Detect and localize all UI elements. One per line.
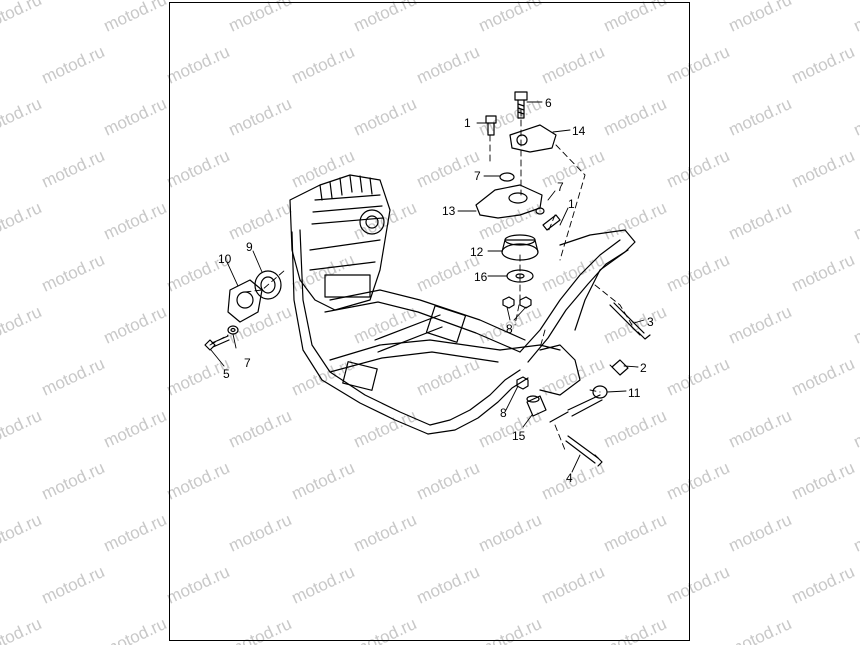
callout-8: 8	[500, 406, 507, 420]
part-11-bushing	[548, 384, 608, 423]
watermark-text: motod.ru	[39, 250, 108, 296]
callout-1: 1	[568, 197, 575, 211]
part-3-long-bolt	[608, 301, 651, 340]
watermark-text: motod.ru	[0, 198, 44, 244]
callout-7: 7	[474, 169, 481, 183]
part-5-bolt	[203, 334, 230, 351]
watermark-text: motod.ru	[851, 614, 860, 645]
watermark-text: motod.ru	[726, 198, 795, 244]
callout-5: 5	[223, 367, 230, 381]
watermark-text: motod.ru	[0, 406, 44, 452]
watermark-text: motod.ru	[101, 510, 170, 556]
callout-7: 7	[244, 356, 251, 370]
callout-11: 11	[628, 386, 641, 400]
watermark-text: motod.ru	[851, 302, 860, 348]
watermark-text: motod.ru	[851, 94, 860, 140]
watermark-text: motod.ru	[789, 458, 858, 504]
part-6-bolt	[513, 90, 528, 119]
part-2-screw	[610, 358, 629, 376]
callout-6: 6	[545, 96, 552, 110]
part-8-nuts-upper	[501, 295, 532, 309]
watermark-text: motod.ru	[39, 42, 108, 88]
watermark-text: motod.ru	[39, 458, 108, 504]
watermark-text: motod.ru	[851, 0, 860, 36]
watermark-text: motod.ru	[789, 250, 858, 296]
part-7-washer-top	[498, 171, 515, 182]
watermark-text: motod.ru	[726, 0, 795, 36]
frame-cross-member	[341, 304, 466, 391]
callout-13: 13	[442, 204, 456, 218]
callout-2: 2	[640, 361, 647, 375]
callout-4: 4	[566, 471, 573, 485]
watermark-text: motod.ru	[726, 510, 795, 556]
callout-1: 1	[464, 116, 471, 130]
part-7-washer-left	[226, 324, 239, 335]
callout-9: 9	[246, 240, 253, 254]
callout-10: 10	[218, 252, 232, 266]
part-1-screw-right	[541, 213, 561, 231]
watermark-text: motod.ru	[101, 94, 170, 140]
watermark-text: motod.ru	[0, 302, 44, 348]
frame-left-downtube	[290, 228, 431, 435]
part-10-flange	[226, 278, 263, 323]
diagram-frame: 6 1 14 7 7 13 1 12 16 8 10 9 7 5 3 2 11 …	[169, 2, 690, 641]
frame-main-tubes	[323, 238, 629, 435]
callout-16: 16	[474, 270, 488, 284]
watermark-text: motod.ru	[789, 562, 858, 608]
watermark-text: motod.ru	[101, 302, 170, 348]
watermark-text: motod.ru	[101, 0, 170, 36]
part-9-seal-ring	[253, 269, 282, 300]
watermark-text: motod.ru	[39, 354, 108, 400]
part-1-screw-top	[484, 114, 497, 136]
watermark-text: motod.ru	[851, 406, 860, 452]
engine-block	[288, 173, 391, 311]
callout-14: 14	[572, 124, 586, 138]
engine-mount-exploded-diagram: 6 1 14 7 7 13 1 12 16 8 10 9 7 5 3 2 11 …	[203, 90, 654, 485]
part-14-top-bracket	[508, 123, 557, 153]
watermark-text: motod.ru	[726, 94, 795, 140]
callout-leader-lines	[210, 101, 644, 472]
part-15-sleeve	[525, 394, 547, 417]
watermark-text: motod.ru	[39, 562, 108, 608]
watermark-text: motod.ru	[0, 94, 44, 140]
watermark-text: motod.ru	[851, 198, 860, 244]
callout-12: 12	[470, 245, 484, 259]
callout-3: 3	[647, 315, 654, 329]
callout-8: 8	[506, 322, 513, 336]
right-bracket-assembly	[538, 228, 636, 396]
watermark-text: motod.ru	[0, 0, 44, 36]
watermark-text: motod.ru	[0, 510, 44, 556]
callout-7: 7	[557, 180, 564, 194]
watermark-text: motod.ru	[726, 406, 795, 452]
part-12-isolator	[500, 233, 539, 261]
watermark-text: motod.ru	[101, 614, 170, 645]
watermark-text: motod.ru	[726, 302, 795, 348]
part-13-mount-plate	[474, 183, 543, 219]
watermark-text: motod.ru	[789, 146, 858, 192]
watermark-text: motod.ru	[851, 510, 860, 556]
watermark-text: motod.ru	[39, 146, 108, 192]
watermark-text: motod.ru	[789, 42, 858, 88]
watermark-text: motod.ru	[101, 406, 170, 452]
watermark-text: motod.ru	[789, 354, 858, 400]
callout-15: 15	[512, 429, 526, 443]
watermark-text: motod.ru	[101, 198, 170, 244]
watermark-text: motod.ru	[726, 614, 795, 645]
part-4-through-bolt	[564, 434, 603, 467]
watermark-text: motod.ru	[0, 614, 44, 645]
part-8-nut-lower	[515, 375, 529, 390]
